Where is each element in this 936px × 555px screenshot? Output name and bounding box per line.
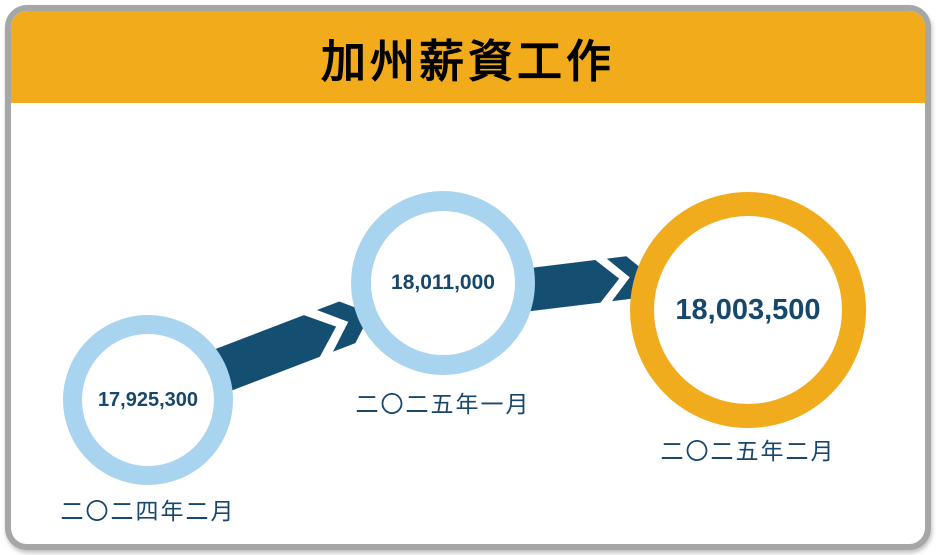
data-point-value: 18,011,000 <box>391 271 495 294</box>
arrow-band <box>208 315 337 394</box>
data-point-value: 18,003,500 <box>675 293 821 326</box>
data-point-value: 17,925,300 <box>97 388 199 411</box>
data-point-circle-feb-2025: 18,003,500 <box>630 192 866 428</box>
data-point-circle-jan-2025: 18,011,000 <box>351 191 535 375</box>
chart-frame: 加州薪資工作 17,925,300 18,011,000 18,003,500 … <box>5 5 931 550</box>
page-title: 加州薪資工作 <box>320 34 615 88</box>
category-label-jan-2025: 二〇二五年一月 <box>355 392 531 418</box>
arrow-band <box>511 260 620 313</box>
category-label-feb-2024: 二〇二四年二月 <box>60 499 236 525</box>
header-banner: 加州薪資工作 <box>11 11 925 103</box>
data-point-circle-feb-2024: 17,925,300 <box>63 315 233 485</box>
category-label-feb-2025: 二〇二五年二月 <box>660 439 836 465</box>
